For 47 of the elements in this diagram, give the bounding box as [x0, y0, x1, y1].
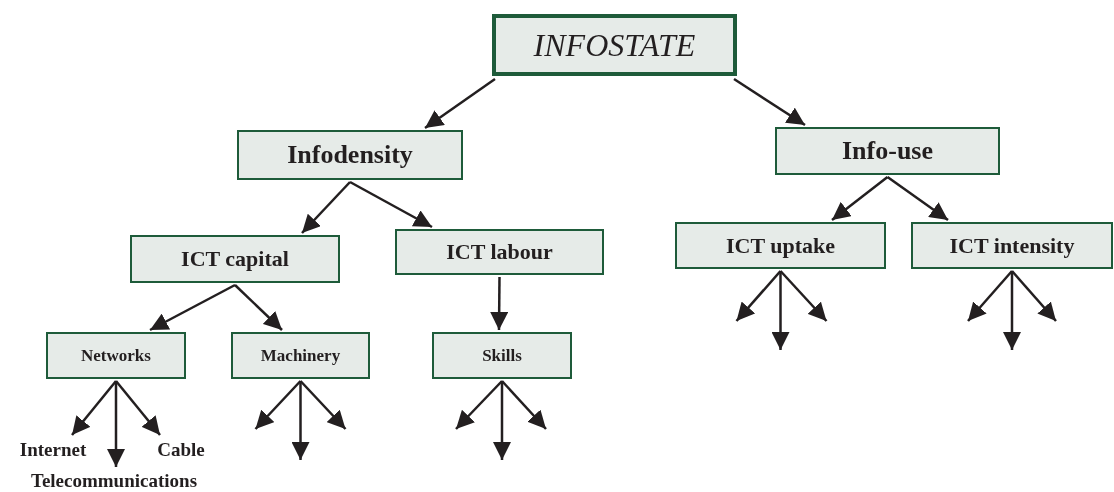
item-label: Internet — [19, 439, 87, 459]
component-box — [432, 332, 572, 379]
subcategory-box — [130, 235, 340, 283]
category-box — [237, 130, 463, 180]
box-label: Infodensity — [287, 142, 413, 168]
arrow — [493, 381, 511, 460]
subcategory-box — [911, 222, 1113, 269]
arrow — [733, 77, 806, 127]
arrow — [779, 270, 828, 322]
component-box — [46, 332, 186, 379]
arrow — [71, 380, 117, 436]
arrow — [1011, 270, 1057, 322]
box-label: ICT intensity — [949, 234, 1075, 257]
arrow — [301, 181, 351, 234]
arrow — [107, 381, 125, 467]
arrow — [424, 77, 496, 130]
arrow — [1003, 271, 1021, 350]
arrow — [349, 180, 433, 229]
arrow — [299, 380, 347, 430]
arrow — [455, 380, 503, 430]
arrow — [831, 176, 889, 221]
box-label: Skills — [482, 347, 522, 364]
arrow — [735, 270, 782, 322]
arrow — [115, 380, 161, 436]
arrow — [501, 380, 547, 430]
box-label: Networks — [81, 347, 151, 364]
arrow — [149, 283, 236, 332]
root-box — [492, 14, 737, 76]
arrow — [967, 270, 1013, 322]
subcategory-box — [395, 229, 604, 275]
subcategory-box — [675, 222, 886, 269]
arrow — [886, 176, 949, 221]
category-box — [775, 127, 1000, 175]
box-label: ICT uptake — [726, 234, 835, 257]
box-label: INFOSTATE — [533, 29, 696, 61]
arrow — [291, 381, 310, 460]
box-label: ICT labour — [446, 241, 553, 263]
arrow — [234, 284, 283, 331]
item-label: Cable — [157, 439, 205, 459]
item-label: Telecommunications — [30, 471, 198, 490]
arrow — [254, 380, 302, 430]
component-box — [231, 332, 370, 379]
box-label: ICT capital — [181, 248, 289, 270]
box-label: Info-use — [842, 138, 933, 164]
box-label: Machinery — [260, 347, 341, 364]
arrow — [490, 277, 509, 330]
arrow — [771, 271, 790, 350]
